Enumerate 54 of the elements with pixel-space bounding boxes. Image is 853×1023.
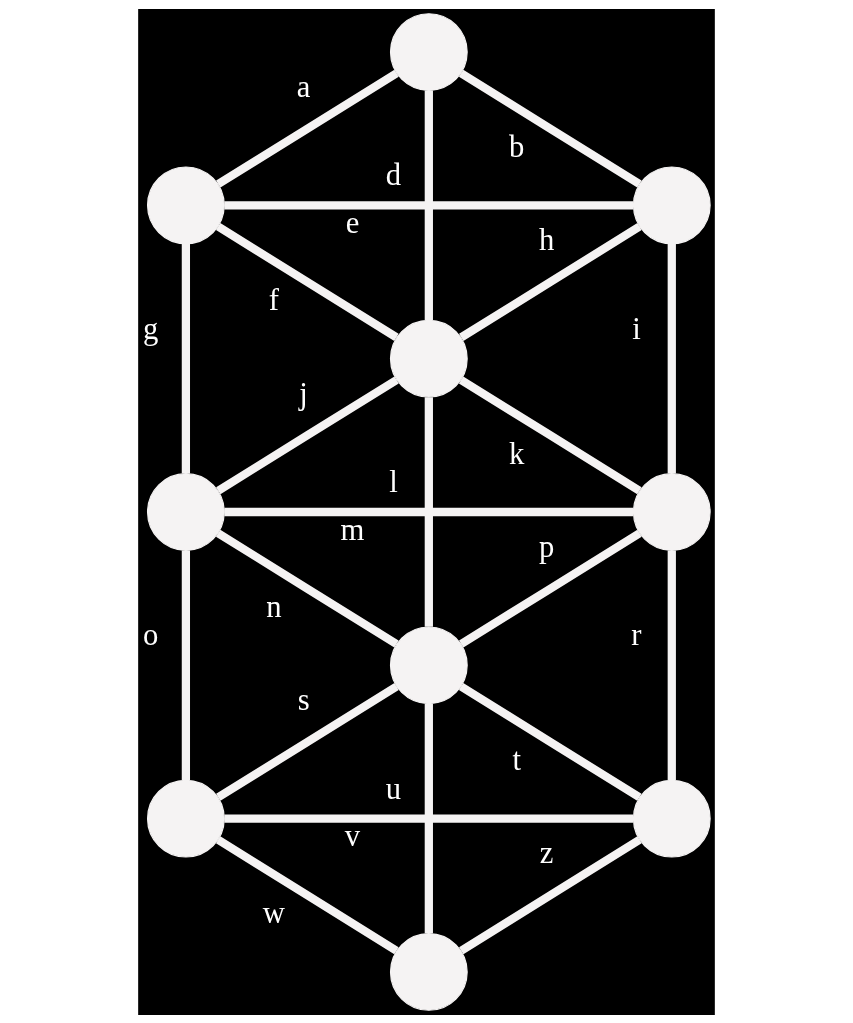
edge-label: g: [142, 311, 159, 346]
node-circle: [389, 625, 468, 704]
edge-label: v: [344, 818, 361, 853]
edge-label: z: [539, 835, 554, 870]
connector: [424, 90, 433, 320]
edge-label: h: [538, 222, 555, 257]
connector: [459, 222, 642, 341]
node-circle: [146, 165, 225, 244]
connector: [458, 682, 642, 801]
edge-label: i: [632, 311, 641, 346]
edge-label: m: [340, 512, 365, 547]
edge-label: t: [512, 742, 522, 777]
connector: [667, 550, 676, 780]
edge-label: r: [631, 617, 642, 652]
node-circle: [632, 165, 711, 244]
connector: [215, 529, 399, 647]
edge-label: w: [262, 895, 285, 930]
connector: [458, 69, 642, 188]
edge-label: a: [296, 69, 311, 104]
edge-label: e: [345, 205, 360, 240]
node-circle: [632, 779, 711, 858]
edge-label: f: [268, 282, 279, 317]
connector: [459, 835, 642, 954]
edge-label: b: [509, 129, 525, 164]
node-circle: [389, 932, 468, 1011]
connector: [667, 243, 676, 473]
connector: [216, 682, 399, 801]
connector: [215, 222, 399, 341]
edge-label: p: [538, 529, 555, 564]
edge-label: n: [266, 589, 282, 624]
edge-label: u: [385, 771, 402, 806]
edge-label: k: [509, 436, 525, 471]
connector: [424, 703, 433, 933]
connector: [224, 814, 634, 823]
node-circle: [632, 472, 711, 551]
connector: [216, 69, 399, 188]
edge-label: o: [142, 617, 159, 652]
edge-label: d: [385, 157, 402, 192]
node-circle: [146, 779, 225, 858]
connector: [424, 396, 433, 627]
connector: [224, 200, 634, 209]
node-circle: [389, 12, 468, 91]
edge-label: s: [297, 682, 310, 717]
node-circle: [146, 472, 225, 551]
connector: [459, 529, 642, 647]
connector: [216, 375, 399, 494]
connector: [458, 375, 642, 494]
connector: [181, 243, 190, 473]
edge-label: j: [299, 375, 308, 410]
connector: [224, 507, 634, 516]
node-circle: [389, 319, 468, 398]
edge-label: l: [389, 464, 398, 499]
connector: [181, 550, 190, 780]
connector: [215, 835, 399, 954]
